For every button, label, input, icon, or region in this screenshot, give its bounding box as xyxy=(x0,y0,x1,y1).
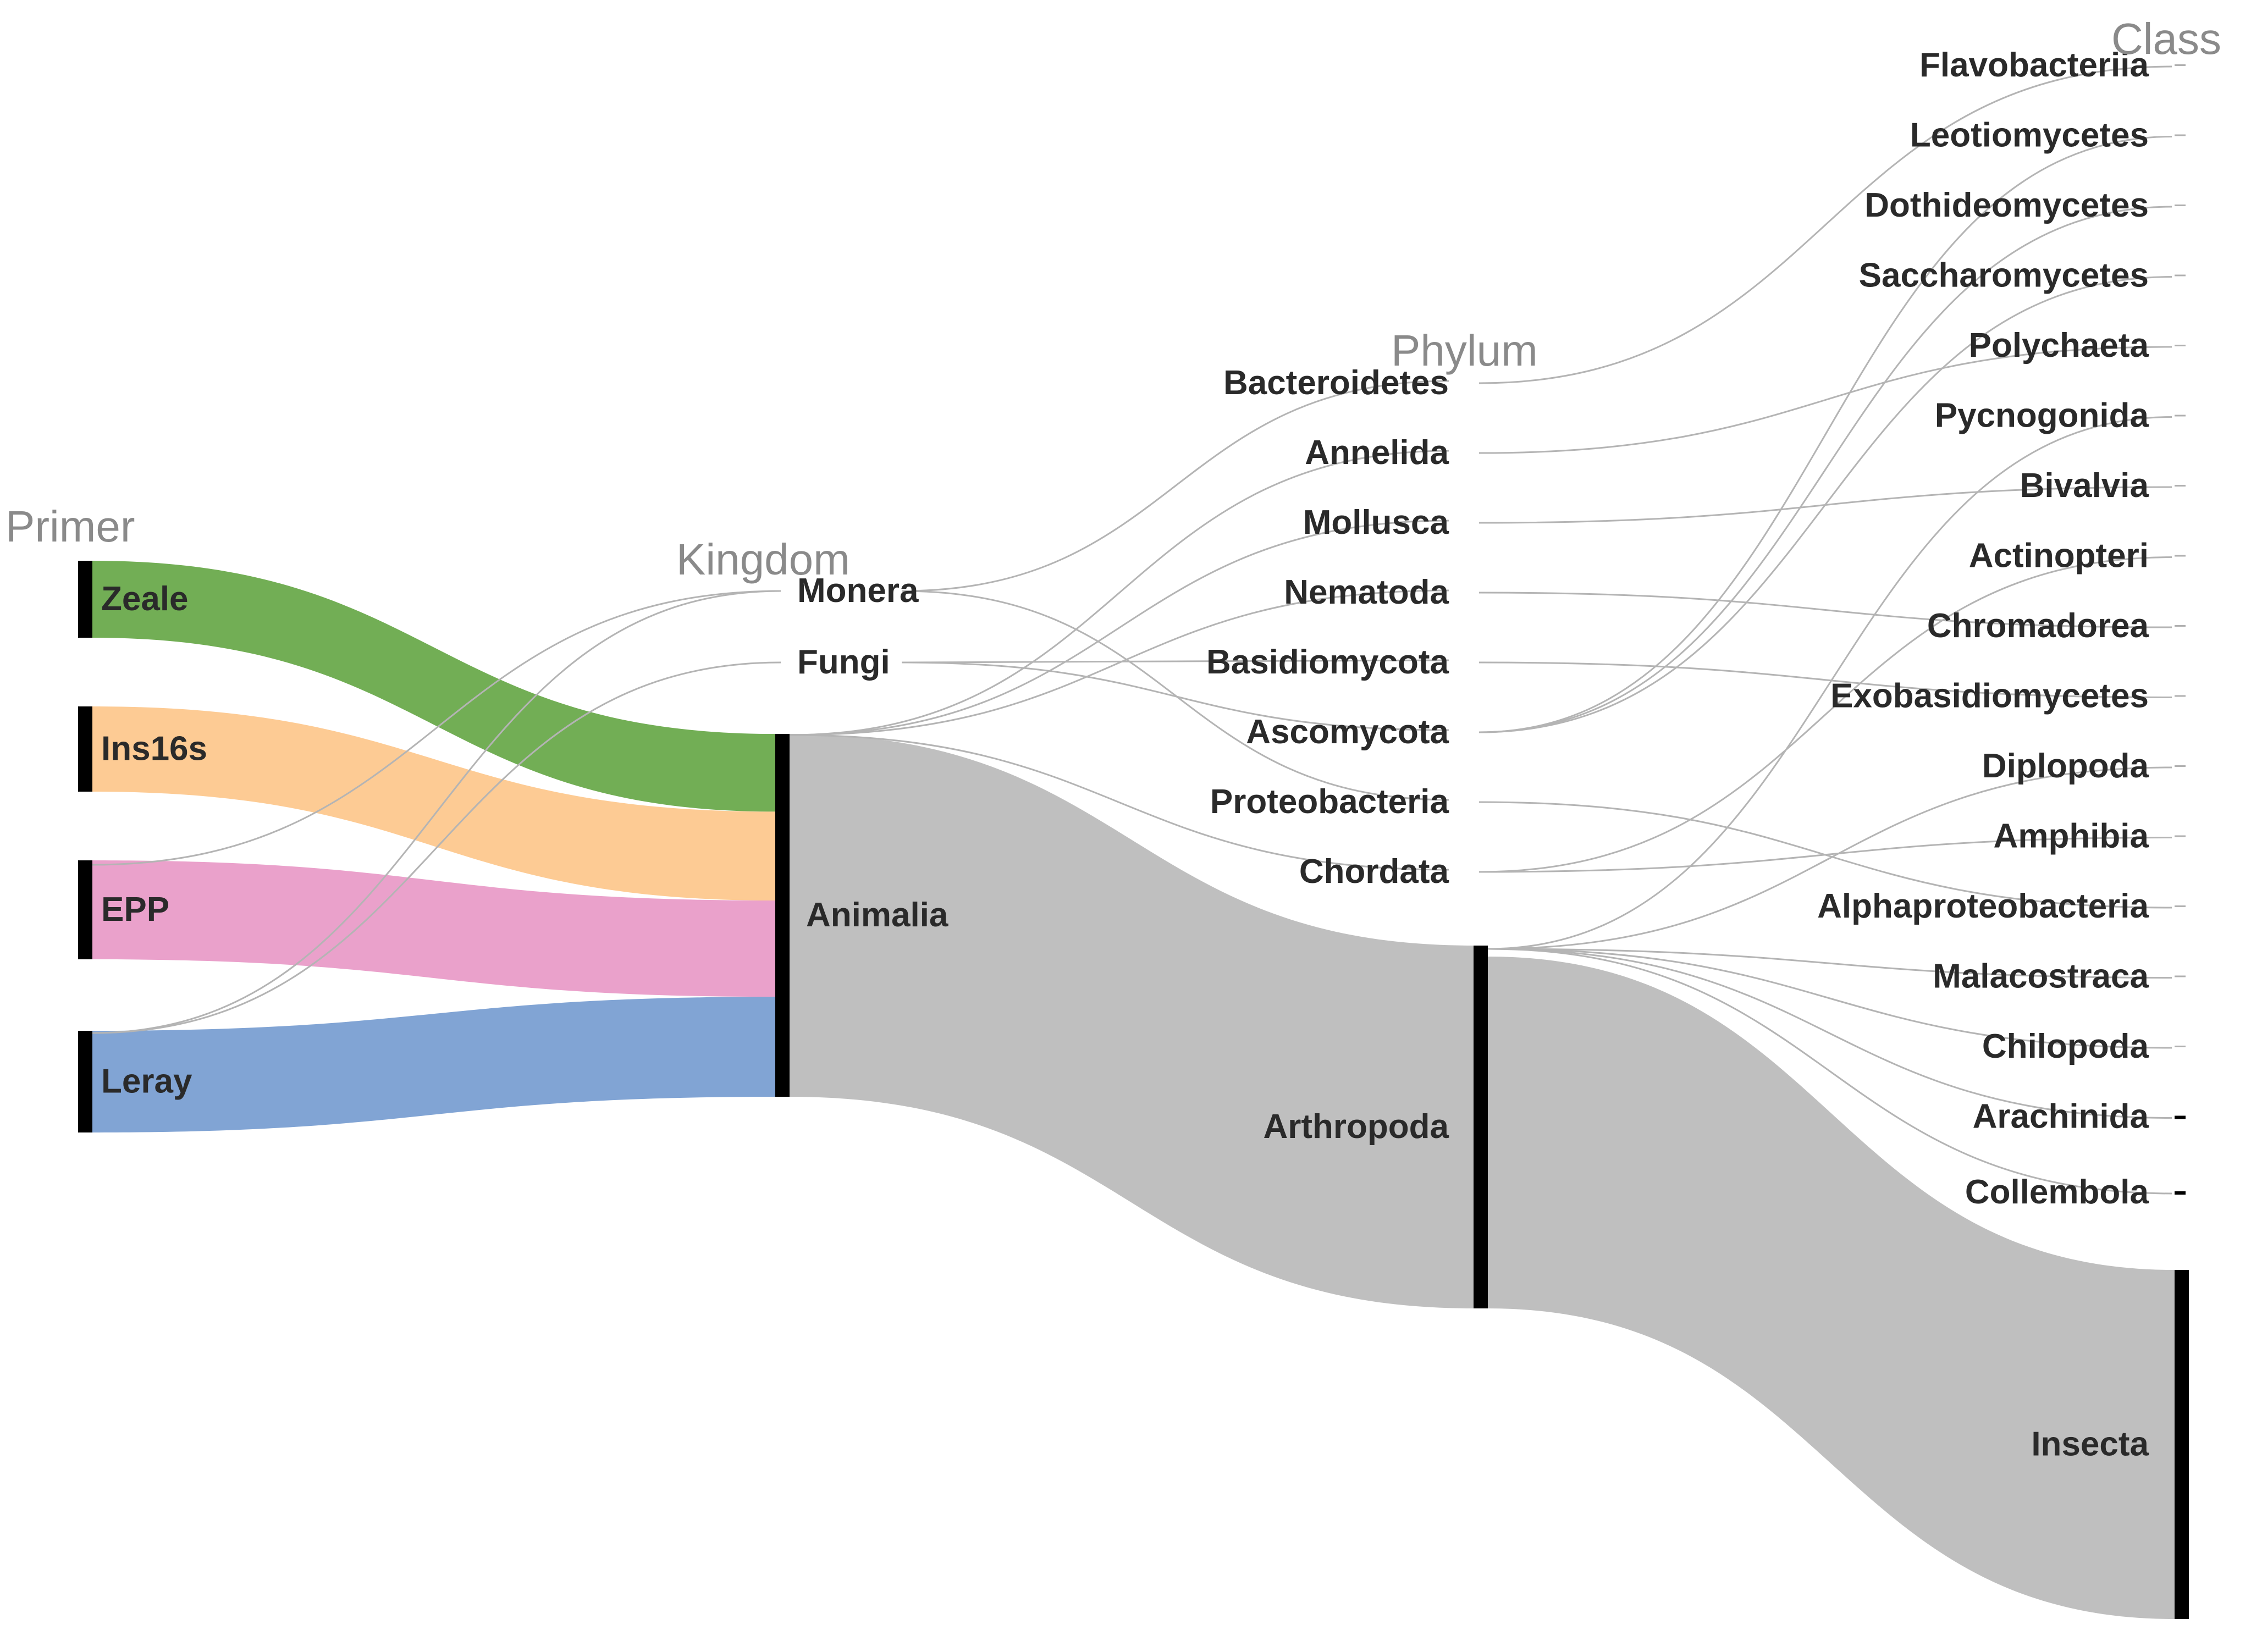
node-label-insecta: Insecta xyxy=(2031,1426,2149,1463)
node-bar-insecta xyxy=(2175,1270,2189,1619)
flow-animalia-annelida xyxy=(789,450,1449,736)
node-label-ascomycota: Ascomycota xyxy=(1246,713,1449,751)
node-label-zeale: Zeale xyxy=(101,580,189,618)
node-label-arachinida: Arachinida xyxy=(1973,1098,2149,1136)
node-label-bivalvia: Bivalvia xyxy=(2020,467,2149,505)
node-label-chordata: Chordata xyxy=(1299,853,1449,891)
node-tick-diplopoda xyxy=(2175,765,2186,767)
flow-animalia-nematoda xyxy=(789,589,1449,736)
flow-arthropoda-insecta xyxy=(1488,957,2175,1619)
flow-arthropoda-malacostraca xyxy=(1487,948,2172,979)
node-label-amphibia: Amphibia xyxy=(1994,817,2149,855)
node-tick-arachinida xyxy=(2175,1115,2186,1119)
node-label-bacteroidetes: Bacteroidetes xyxy=(1223,364,1449,402)
node-bar-ins16s xyxy=(78,706,92,792)
node-tick-pycnogonida xyxy=(2175,415,2186,417)
node-tick-collembola xyxy=(2175,1191,2186,1195)
node-tick-exobasidiomycetes xyxy=(2175,695,2186,697)
node-tick-polychaeta xyxy=(2175,345,2186,346)
flow-animalia-mollusca xyxy=(789,520,1449,736)
flow-links xyxy=(92,65,2175,1619)
node-bars xyxy=(78,64,2189,1619)
node-label-alphaproteobacteria: Alphaproteobacteria xyxy=(1817,887,2149,925)
flow-leray-animalia xyxy=(92,997,775,1132)
node-bar-arthropoda xyxy=(1474,946,1488,1308)
node-label-leotiomycetes: Leotiomycetes xyxy=(1910,117,2149,154)
node-label-arthropoda: Arthropoda xyxy=(1263,1108,1449,1146)
node-label-actinopteri: Actinopteri xyxy=(1969,537,2149,575)
node-tick-alphaproteobacteria xyxy=(2175,905,2186,907)
node-label-mollusca: Mollusca xyxy=(1303,504,1449,542)
node-label-polychaeta: Polychaeta xyxy=(1969,327,2149,364)
node-label-leray: Leray xyxy=(101,1063,192,1101)
node-label-exobasidiomycetes: Exobasidiomycetes xyxy=(1830,677,2149,715)
flow-basidiomycota-exobasidiomycetes xyxy=(1478,661,2172,698)
flow-arthropoda-collembola xyxy=(1487,948,2172,1195)
flow-monera-bacteroidetes xyxy=(901,380,1449,592)
node-label-saccharomycetes: Saccharomycetes xyxy=(1859,257,2149,295)
flow-fungi-basidiomycota xyxy=(901,659,1449,664)
node-tick-chilopoda xyxy=(2175,1046,2186,1047)
column-title-phylum: Phylum xyxy=(1391,326,1538,375)
column-titles: Primer Kingdom Phylum Class xyxy=(5,14,2221,584)
node-label-nematoda: Nematoda xyxy=(1284,573,1449,611)
node-label-ins16s: Ins16s xyxy=(101,730,207,768)
flow-animalia-chordata xyxy=(789,734,1449,871)
flow-ascomycota-leotiomycetes xyxy=(1478,136,2172,733)
flow-chordata-amphibia xyxy=(1478,837,2172,873)
flow-arthropoda-chilopoda xyxy=(1487,948,2172,1049)
node-tick-actinopteri xyxy=(2175,555,2186,557)
node-tick-malacostraca xyxy=(2175,975,2186,977)
node-tick-chromadorea xyxy=(2175,625,2186,627)
flow-nematoda-chromadorea xyxy=(1478,592,2172,628)
flow-epp-animalia xyxy=(92,860,775,997)
flow-epp-monera xyxy=(92,590,781,866)
node-bar-leray xyxy=(78,1031,92,1132)
flow-fungi-ascomycota xyxy=(901,661,1449,731)
flow-arthropoda-diplopoda xyxy=(1487,766,2172,950)
flow-ins16s-animalia xyxy=(92,706,775,901)
flow-ascomycota-saccharomycetes xyxy=(1478,276,2172,733)
node-label-fungi: Fungi xyxy=(797,643,890,681)
flow-leray-fungi xyxy=(92,661,781,1034)
flow-bacteroidetes-flavobacteriia xyxy=(1478,65,2172,384)
flow-chordata-actinopteri xyxy=(1478,556,2172,873)
column-title-primer: Primer xyxy=(5,502,135,551)
node-tick-leotiomycetes xyxy=(2175,134,2186,136)
node-label-proteobacteria: Proteobacteria xyxy=(1210,783,1449,821)
flow-leray-monera xyxy=(92,590,781,1034)
node-bar-zeale xyxy=(78,561,92,638)
node-label-diplopoda: Diplopoda xyxy=(1982,747,2149,785)
node-label-chromadorea: Chromadorea xyxy=(1927,607,2149,645)
node-label-epp: EPP xyxy=(101,891,169,929)
node-label-monera: Monera xyxy=(797,572,919,610)
column-title-kingdom: Kingdom xyxy=(676,535,850,584)
node-bar-animalia xyxy=(775,734,790,1097)
node-tick-dothideomycetes xyxy=(2175,205,2186,206)
node-tick-flavobacteriia xyxy=(2175,64,2186,66)
node-label-malacostraca: Malacostraca xyxy=(1933,958,2149,996)
node-label-flavobacteriia: Flavobacteriia xyxy=(1919,46,2149,84)
flow-arthropoda-arachinida xyxy=(1487,948,2172,1119)
flow-arthropoda-pycnogonida xyxy=(1487,416,2172,950)
node-tick-amphibia xyxy=(2175,835,2186,837)
node-tick-saccharomycetes xyxy=(2175,274,2186,277)
flow-animalia-arthropoda xyxy=(790,734,1474,1308)
node-label-collembola: Collembola xyxy=(1965,1173,2149,1211)
node-label-basidiomycota: Basidiomycota xyxy=(1206,643,1449,681)
node-label-animalia: Animalia xyxy=(806,896,948,934)
node-label-dothideomycetes: Dothideomycetes xyxy=(1864,186,2149,224)
node-tick-bivalvia xyxy=(2175,485,2186,487)
flow-annelida-polychaeta xyxy=(1478,346,2172,454)
column-title-class: Class xyxy=(2111,14,2221,63)
flow-ascomycota-dothideomycetes xyxy=(1478,206,2172,733)
node-label-pycnogonida: Pycnogonida xyxy=(1935,397,2149,435)
node-label-chilopoda: Chilopoda xyxy=(1982,1027,2149,1065)
flow-zeale-animalia xyxy=(92,561,775,812)
node-label-annelida: Annelida xyxy=(1305,434,1449,472)
node-bar-epp xyxy=(78,860,92,959)
